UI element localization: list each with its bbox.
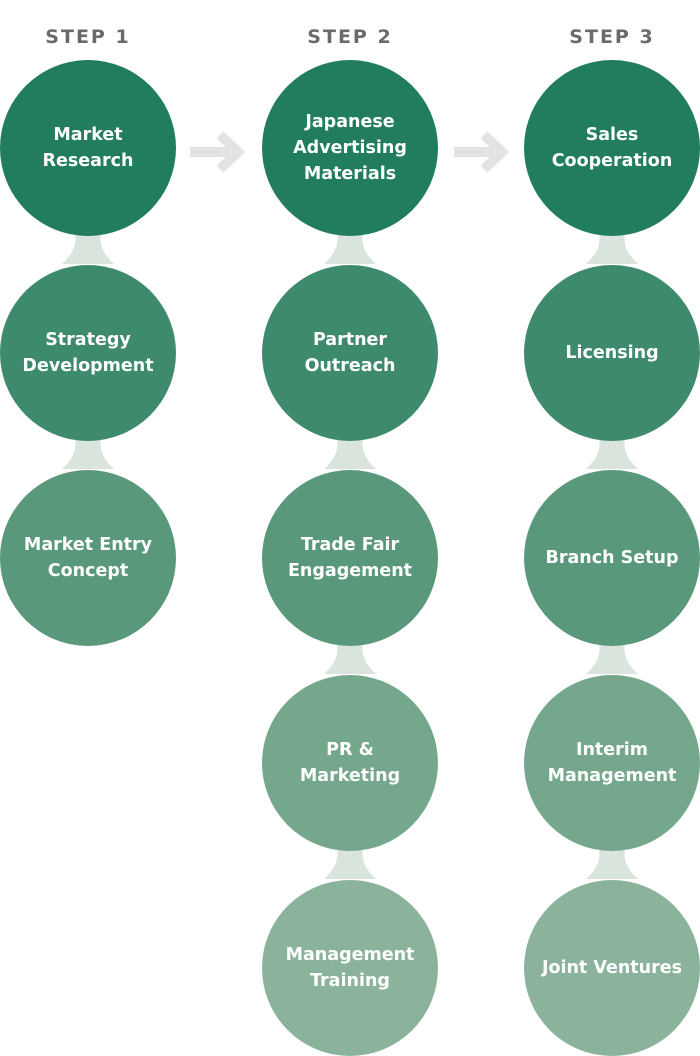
step-circle: Licensing: [524, 265, 700, 441]
step-circle-label: PR & Marketing: [299, 740, 401, 786]
step-title: STEP 2: [307, 26, 393, 48]
step-title: STEP 3: [569, 26, 655, 48]
step-circle: PR & Marketing: [262, 675, 438, 851]
step-circle: Management Training: [262, 880, 438, 1056]
step-circle: Trade Fair Engagement: [262, 470, 438, 646]
step-title: STEP 1: [45, 26, 131, 48]
right-arrow-icon: [190, 131, 244, 173]
step-circle-label: Market Entry Concept: [23, 535, 153, 581]
step-circle-label: Trade Fair Engagement: [287, 535, 413, 581]
step-circle-label: Branch Setup: [545, 548, 679, 568]
step-circle: Interim Management: [524, 675, 700, 851]
step-circle: Japanese Advertising Materials: [262, 60, 438, 236]
step-circle-label: Interim Management: [547, 740, 677, 786]
step-circle-label: Sales Cooperation: [551, 125, 673, 171]
step-circle: Partner Outreach: [262, 265, 438, 441]
step-circle-label: Management Training: [285, 945, 415, 991]
step-circle-label: Japanese Advertising Materials: [293, 112, 407, 184]
right-arrow-icon: [454, 131, 508, 173]
step-circle-label: Joint Ventures: [541, 958, 683, 978]
step-circle: Market Research: [0, 60, 176, 236]
step-circle-label: Partner Outreach: [304, 330, 396, 376]
step-circle: Sales Cooperation: [524, 60, 700, 236]
step-circle: Market Entry Concept: [0, 470, 176, 646]
step-circle: Strategy Development: [0, 265, 176, 441]
step-circle-label: Licensing: [565, 343, 659, 363]
step-circle-label: Strategy Development: [22, 330, 154, 376]
step-circle: Branch Setup: [524, 470, 700, 646]
step-circle-label: Market Research: [42, 125, 134, 171]
step-circle: Joint Ventures: [524, 880, 700, 1056]
